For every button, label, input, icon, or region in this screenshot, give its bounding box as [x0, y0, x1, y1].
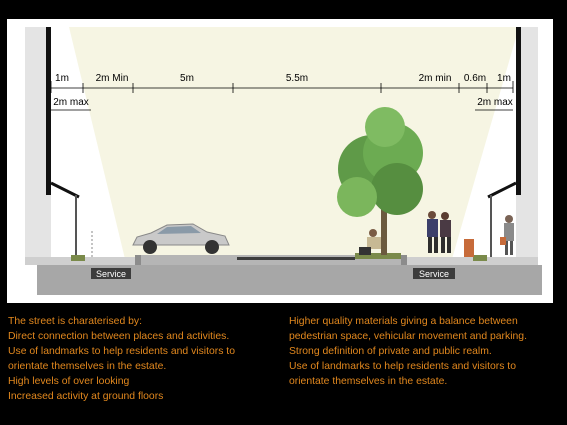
dim-label-1m-left: 1m — [55, 73, 69, 84]
verge-left — [71, 255, 85, 261]
person-right — [504, 215, 514, 255]
light-cone-left — [69, 27, 307, 259]
canopy-right — [487, 181, 517, 199]
building-right — [516, 27, 538, 259]
building-right-edge — [516, 27, 521, 195]
dim-label-5-5m: 5.5m — [286, 73, 308, 84]
caption-left-line: High levels of over looking — [8, 376, 130, 387]
verge-right — [473, 255, 487, 261]
planter-small — [500, 237, 506, 245]
bollard — [464, 239, 474, 257]
dimension-lines-top — [50, 81, 514, 93]
footway-right — [407, 257, 538, 265]
dim-label-2m-min-left: 2m Min — [96, 73, 129, 84]
street-section-panel: Service Service — [7, 19, 553, 303]
caption-left-line: Increased activity at ground floors — [8, 391, 164, 402]
dim-label-2m-max-right: 2m max — [477, 97, 513, 108]
dim-label-5m: 5m — [180, 73, 194, 84]
tree — [337, 107, 423, 255]
caption-right-line: Strong definition of private and public … — [289, 346, 492, 357]
pedestrians — [427, 211, 451, 253]
caption-left-line: The street is charaterised by: — [8, 316, 142, 327]
dim-label-2m-min-right: 2m min — [419, 73, 452, 84]
dim-label-1m-right: 1m — [497, 73, 511, 84]
road-surface — [237, 257, 355, 260]
kerb-left — [135, 255, 141, 265]
service-box-right — [413, 268, 455, 279]
caption-right-line: orientate themselves in the estate. — [289, 376, 448, 387]
caption-right-line: pedestrian space, vehicular movement and… — [289, 331, 527, 342]
verge-center — [355, 253, 401, 259]
service-label-left: Service — [96, 269, 126, 279]
street-section-diagram: Service Service — [25, 27, 542, 295]
caption-left: The street is charaterised by: Direct co… — [8, 314, 235, 404]
car — [132, 223, 230, 254]
canopy-left — [50, 181, 80, 199]
seated-person — [359, 229, 381, 255]
building-left-edge — [46, 27, 51, 195]
service-label-right: Service — [419, 269, 449, 279]
caption-right-line: Higher quality materials giving a balanc… — [289, 316, 518, 327]
kerb-right — [401, 255, 407, 265]
caption-left-line: orientate themselves in the estate. — [8, 361, 167, 372]
caption-right-line: Use of landmarks to help residents and v… — [289, 361, 516, 372]
dim-label-2m-max-left: 2m max — [53, 97, 89, 108]
caption-right: Higher quality materials giving a balanc… — [289, 314, 527, 389]
service-box-left — [91, 268, 131, 279]
caption-left-line: Use of landmarks to help residents and v… — [8, 346, 235, 357]
dim-label-0-6m: 0.6m — [464, 73, 486, 84]
caption-left-line: Direct connection between places and act… — [8, 331, 230, 342]
